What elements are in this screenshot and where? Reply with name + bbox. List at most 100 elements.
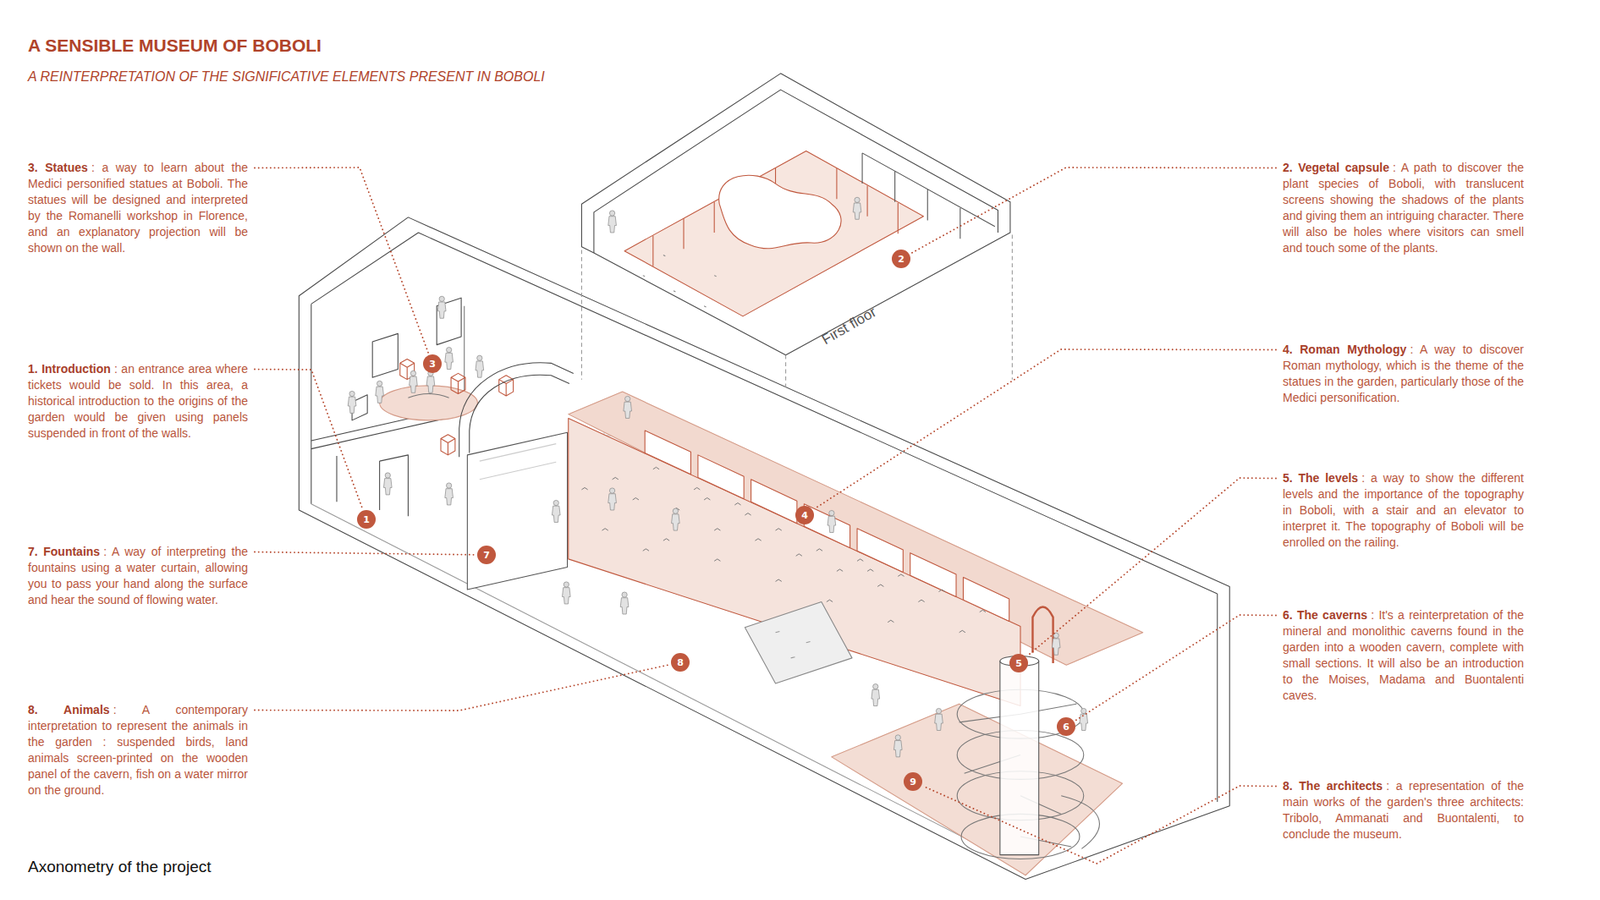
statue-pedestals [450, 373, 466, 394]
entrance-area [407, 394, 449, 399]
spiral-stair [1032, 607, 1053, 664]
leader-line [254, 167, 429, 353]
callout-number: 9 [903, 772, 923, 792]
subtitle: A REINTERPRETATION OF THE SIGNIFICATIVE … [27, 69, 545, 85]
fountain-arch [467, 432, 567, 590]
first-floor-plan [581, 73, 1011, 356]
annotation-heading: 6. The caverns [1282, 608, 1368, 622]
mythology-windows [751, 479, 798, 524]
fountain-arch [479, 444, 556, 480]
leader-line [254, 552, 475, 556]
people [852, 197, 862, 220]
statue-pedestals [499, 375, 514, 396]
annotation-heading: 8. The architects [1282, 779, 1383, 793]
people [620, 592, 629, 615]
first-floor-plan [862, 153, 996, 239]
leader-line [254, 665, 669, 711]
annotation-block: 5. The levels: a way to show the differe… [1282, 470, 1524, 551]
callout-digit: 4 [801, 510, 809, 522]
people [608, 210, 617, 233]
people [827, 510, 836, 533]
annotation-block: 2. Vegetal capsule: A path to discover t… [1282, 159, 1524, 257]
people [623, 395, 633, 418]
spiral-stair [1061, 796, 1100, 850]
annotation-block: 8. Animals: A contemporary interpretatio… [27, 702, 248, 799]
axonometry-illustration [298, 73, 1230, 880]
callout-digit: 6 [1062, 721, 1070, 733]
leader-line [923, 786, 1276, 864]
annotation-heading: 4. Roman Mythology [1282, 342, 1407, 357]
first-floor-plan [581, 73, 1011, 356]
annotation-block: 8. The architects: a representation of t… [1282, 778, 1524, 843]
water-mirror [744, 602, 853, 684]
spiral-stair [1000, 660, 1040, 855]
title: A SENSIBLE MUSEUM OF BOBOLI [27, 35, 322, 56]
people [893, 735, 902, 758]
callout-digit: 8 [676, 657, 684, 669]
annotation-heading: 7. Fountains [27, 544, 100, 559]
annotation-body: : It's a reinterpretation of the mineral… [1282, 608, 1524, 703]
spiral-stair [956, 607, 1100, 860]
annotation-block: 6. The caverns: It's a reinterpretation … [1282, 607, 1524, 704]
building-shell [1216, 593, 1218, 803]
annotation-heading: 3. Statues [27, 160, 88, 175]
projection-lines [581, 234, 1012, 388]
annotation-heading: 1. Introduction [27, 362, 111, 376]
leader-line [1076, 615, 1276, 721]
callout-digit: 3 [428, 358, 436, 370]
callout-number: 2 [891, 249, 911, 269]
first-floor-plan [624, 150, 924, 316]
annotation-body: : a way to learn about the Medici person… [27, 160, 248, 255]
mythology-windows [962, 577, 1009, 622]
people [347, 197, 1088, 758]
callout-digit: 7 [483, 549, 490, 561]
cavern-panel [568, 417, 1021, 706]
callout-digit: 9 [909, 776, 917, 788]
first-floor-plan [719, 175, 842, 249]
architects-floor [831, 703, 1123, 876]
cavern-panel [568, 391, 1144, 706]
people [871, 684, 880, 707]
caption: Axonometry of the project [27, 857, 212, 877]
people [347, 390, 357, 413]
people [375, 380, 385, 403]
first-floor-plan [653, 168, 898, 267]
architects-floor [831, 703, 1123, 876]
mythology-windows [644, 430, 1010, 622]
callout-digit: 5 [1015, 658, 1023, 670]
people [445, 483, 454, 506]
annotation-heading: 5. The levels [1282, 471, 1359, 485]
annotation-block: 4. Roman Mythology: A way to discover Ro… [1282, 341, 1524, 407]
callout-number: 7 [477, 545, 496, 565]
water-mirror [775, 632, 811, 659]
people [1079, 708, 1089, 731]
people [1051, 632, 1061, 655]
callout-digit: 2 [897, 253, 905, 265]
annotation-heading: 2. Vegetal capsule [1282, 160, 1390, 175]
entrance-area [372, 333, 398, 378]
callout-number: 8 [670, 653, 690, 672]
people [437, 296, 446, 319]
mythology-windows [644, 430, 691, 475]
entrance-area [311, 297, 479, 517]
people [551, 500, 561, 523]
suspended-birds [581, 467, 986, 633]
people [445, 347, 454, 370]
projection-lines [581, 234, 1012, 388]
people [934, 708, 944, 731]
annotation-body: : A path to discover the plant species o… [1282, 160, 1524, 255]
mythology-windows [910, 553, 957, 598]
leader-line [254, 369, 363, 509]
leader-line [814, 349, 1276, 509]
people [426, 370, 435, 393]
leader-line [911, 167, 1276, 253]
people [562, 582, 572, 605]
annotation-block: 3. Statues: a way to learn about the Med… [27, 159, 248, 257]
statue-pedestals [400, 359, 514, 456]
callout-digit: 1 [362, 514, 370, 526]
people [671, 508, 681, 531]
annotation-body: : A contemporary interpretation to repre… [27, 703, 248, 798]
